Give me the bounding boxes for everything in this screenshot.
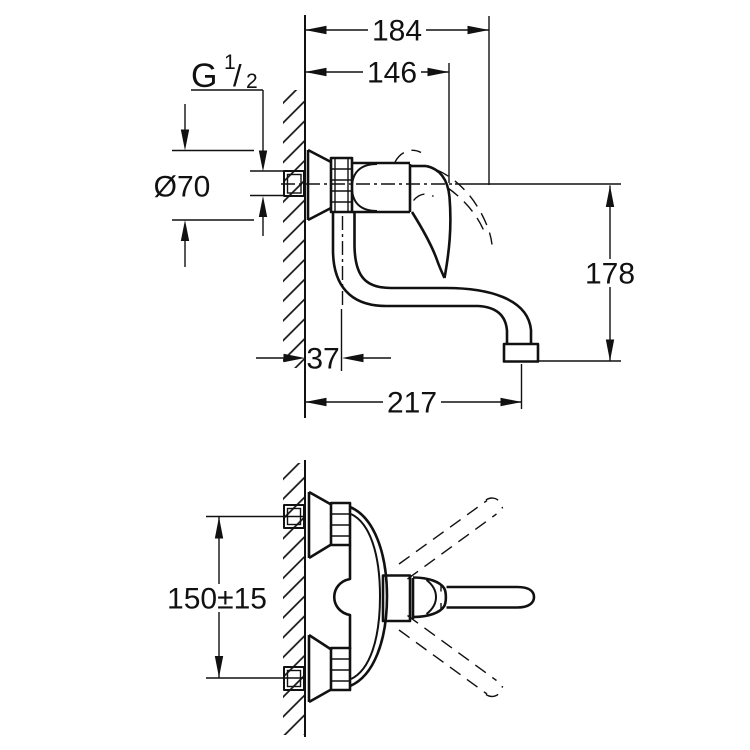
dimension-37: 37 bbox=[256, 309, 391, 376]
handle-dashed-inner bbox=[447, 187, 487, 237]
top-view: 150±15 bbox=[162, 460, 536, 737]
nut-lower-knurl bbox=[331, 658, 350, 682]
nut-outline bbox=[329, 156, 354, 214]
lever-plan bbox=[398, 497, 536, 698]
thread-ext-lines bbox=[250, 170, 284, 197]
label-mask-150 bbox=[162, 584, 272, 612]
wall-hatch bbox=[283, 90, 305, 368]
handle-dashed-arc-pivot bbox=[412, 193, 434, 201]
lever-swing-dashed bbox=[398, 497, 504, 698]
handle-dashed-arc-top bbox=[394, 149, 422, 163]
thread-label-prefix: G bbox=[191, 57, 217, 95]
arrow-top-178 bbox=[605, 185, 615, 207]
dimension-diameter-70: Ø70 bbox=[154, 104, 254, 267]
lever-tip bbox=[516, 585, 536, 609]
ext-lines-70 bbox=[172, 149, 254, 221]
wall-section-top bbox=[283, 460, 306, 737]
thread-label-sub: 2 bbox=[246, 70, 258, 93]
lever-dashed-down-tip bbox=[485, 685, 504, 698]
arrow-down-70 bbox=[180, 129, 190, 151]
escutcheon-upper bbox=[307, 490, 352, 560]
nut-knurl bbox=[331, 168, 352, 203]
lever-rod bbox=[446, 585, 517, 609]
arrow-left-37 bbox=[283, 353, 305, 363]
nut-upper bbox=[329, 501, 352, 547]
spout bbox=[331, 212, 540, 363]
arrow-right-146 bbox=[427, 67, 449, 77]
side-view: 184 146 G 1 / 2 bbox=[154, 15, 636, 420]
handle-dashed-outer bbox=[436, 169, 493, 245]
label-mask-146 bbox=[363, 59, 421, 85]
thread-arrow-down bbox=[258, 150, 268, 172]
dimension-217: 217 bbox=[305, 364, 523, 420]
arrow-bottom-178 bbox=[605, 339, 615, 361]
body-outline bbox=[352, 161, 412, 214]
mixer-body bbox=[351, 161, 412, 214]
thread-label-slash: / bbox=[233, 58, 242, 93]
dim-label-178: 178 bbox=[585, 258, 635, 291]
arrow-up-70 bbox=[180, 220, 190, 241]
spout-edge-inner bbox=[331, 212, 509, 344]
lever-dashed-down-b bbox=[407, 614, 497, 682]
wall-hatch-top bbox=[283, 463, 305, 735]
thread-label: G 1 / 2 bbox=[191, 51, 258, 95]
handle-cap-front-arc bbox=[425, 579, 437, 615]
arrow-left-184 bbox=[305, 25, 327, 35]
dim-label-37: 37 bbox=[306, 343, 339, 376]
body-inner-arc bbox=[350, 513, 381, 680]
lever-dashed-up-b bbox=[407, 513, 497, 580]
arrow-right-37 bbox=[342, 353, 364, 363]
arrow-left-217 bbox=[305, 397, 327, 407]
dim-label-150: 150±15 bbox=[167, 583, 267, 616]
handle-swing-dashed bbox=[394, 149, 493, 245]
arrow-right-217 bbox=[500, 397, 522, 407]
escutcheon-cone bbox=[307, 148, 332, 222]
cartridge-dome bbox=[351, 163, 378, 212]
lever-dashed-down-a bbox=[398, 629, 488, 695]
label-mask-184 bbox=[368, 17, 426, 43]
lever-handle bbox=[394, 149, 493, 279]
arrow-bottom-150 bbox=[214, 656, 224, 678]
label-mask-178 bbox=[584, 259, 636, 287]
label-mask-217 bbox=[383, 389, 441, 415]
union-nut bbox=[329, 156, 354, 214]
dimension-178: 178 bbox=[539, 185, 636, 362]
escutcheon-upper-cone bbox=[307, 490, 333, 560]
handle-blade-inner bbox=[410, 211, 446, 279]
lever-dashed-up-a bbox=[398, 499, 488, 565]
dim-label-146: 146 bbox=[367, 57, 417, 90]
arrow-right-184 bbox=[467, 25, 489, 35]
lever-dashed-up-tip bbox=[485, 497, 504, 509]
spout-edge-outer bbox=[353, 212, 533, 344]
ext-lines-150 bbox=[206, 515, 303, 679]
dimension-150: 150±15 bbox=[162, 515, 303, 679]
body-left-edge-notch bbox=[333, 545, 352, 649]
aerator bbox=[502, 342, 540, 363]
body-plan bbox=[333, 505, 415, 688]
nut-chamfer bbox=[334, 158, 349, 212]
dim-label-217: 217 bbox=[387, 387, 437, 420]
nut-upper-knurl bbox=[331, 513, 350, 537]
handle-cap-plan bbox=[412, 576, 448, 619]
arrow-left-146 bbox=[305, 67, 327, 77]
thread-label-sup: 1 bbox=[224, 51, 236, 74]
dim-label-184: 184 bbox=[372, 15, 422, 48]
thread-callout: G 1 / 2 bbox=[191, 51, 284, 236]
handle-blade-outer bbox=[425, 164, 452, 279]
escutcheon-lower-cone bbox=[307, 633, 333, 704]
dim-label-70: Ø70 bbox=[154, 171, 211, 204]
wall-section bbox=[283, 15, 306, 418]
cartridge-housing bbox=[381, 574, 412, 623]
nut-lower bbox=[329, 646, 352, 692]
dimension-184: 184 bbox=[305, 15, 490, 185]
dimension-146: 146 bbox=[305, 57, 450, 183]
escutcheon-lower bbox=[307, 633, 352, 704]
escutcheon bbox=[306, 148, 332, 222]
arrow-top-150 bbox=[214, 517, 224, 539]
body-outer-arc bbox=[349, 505, 389, 688]
thread-arrow-up bbox=[258, 196, 268, 217]
